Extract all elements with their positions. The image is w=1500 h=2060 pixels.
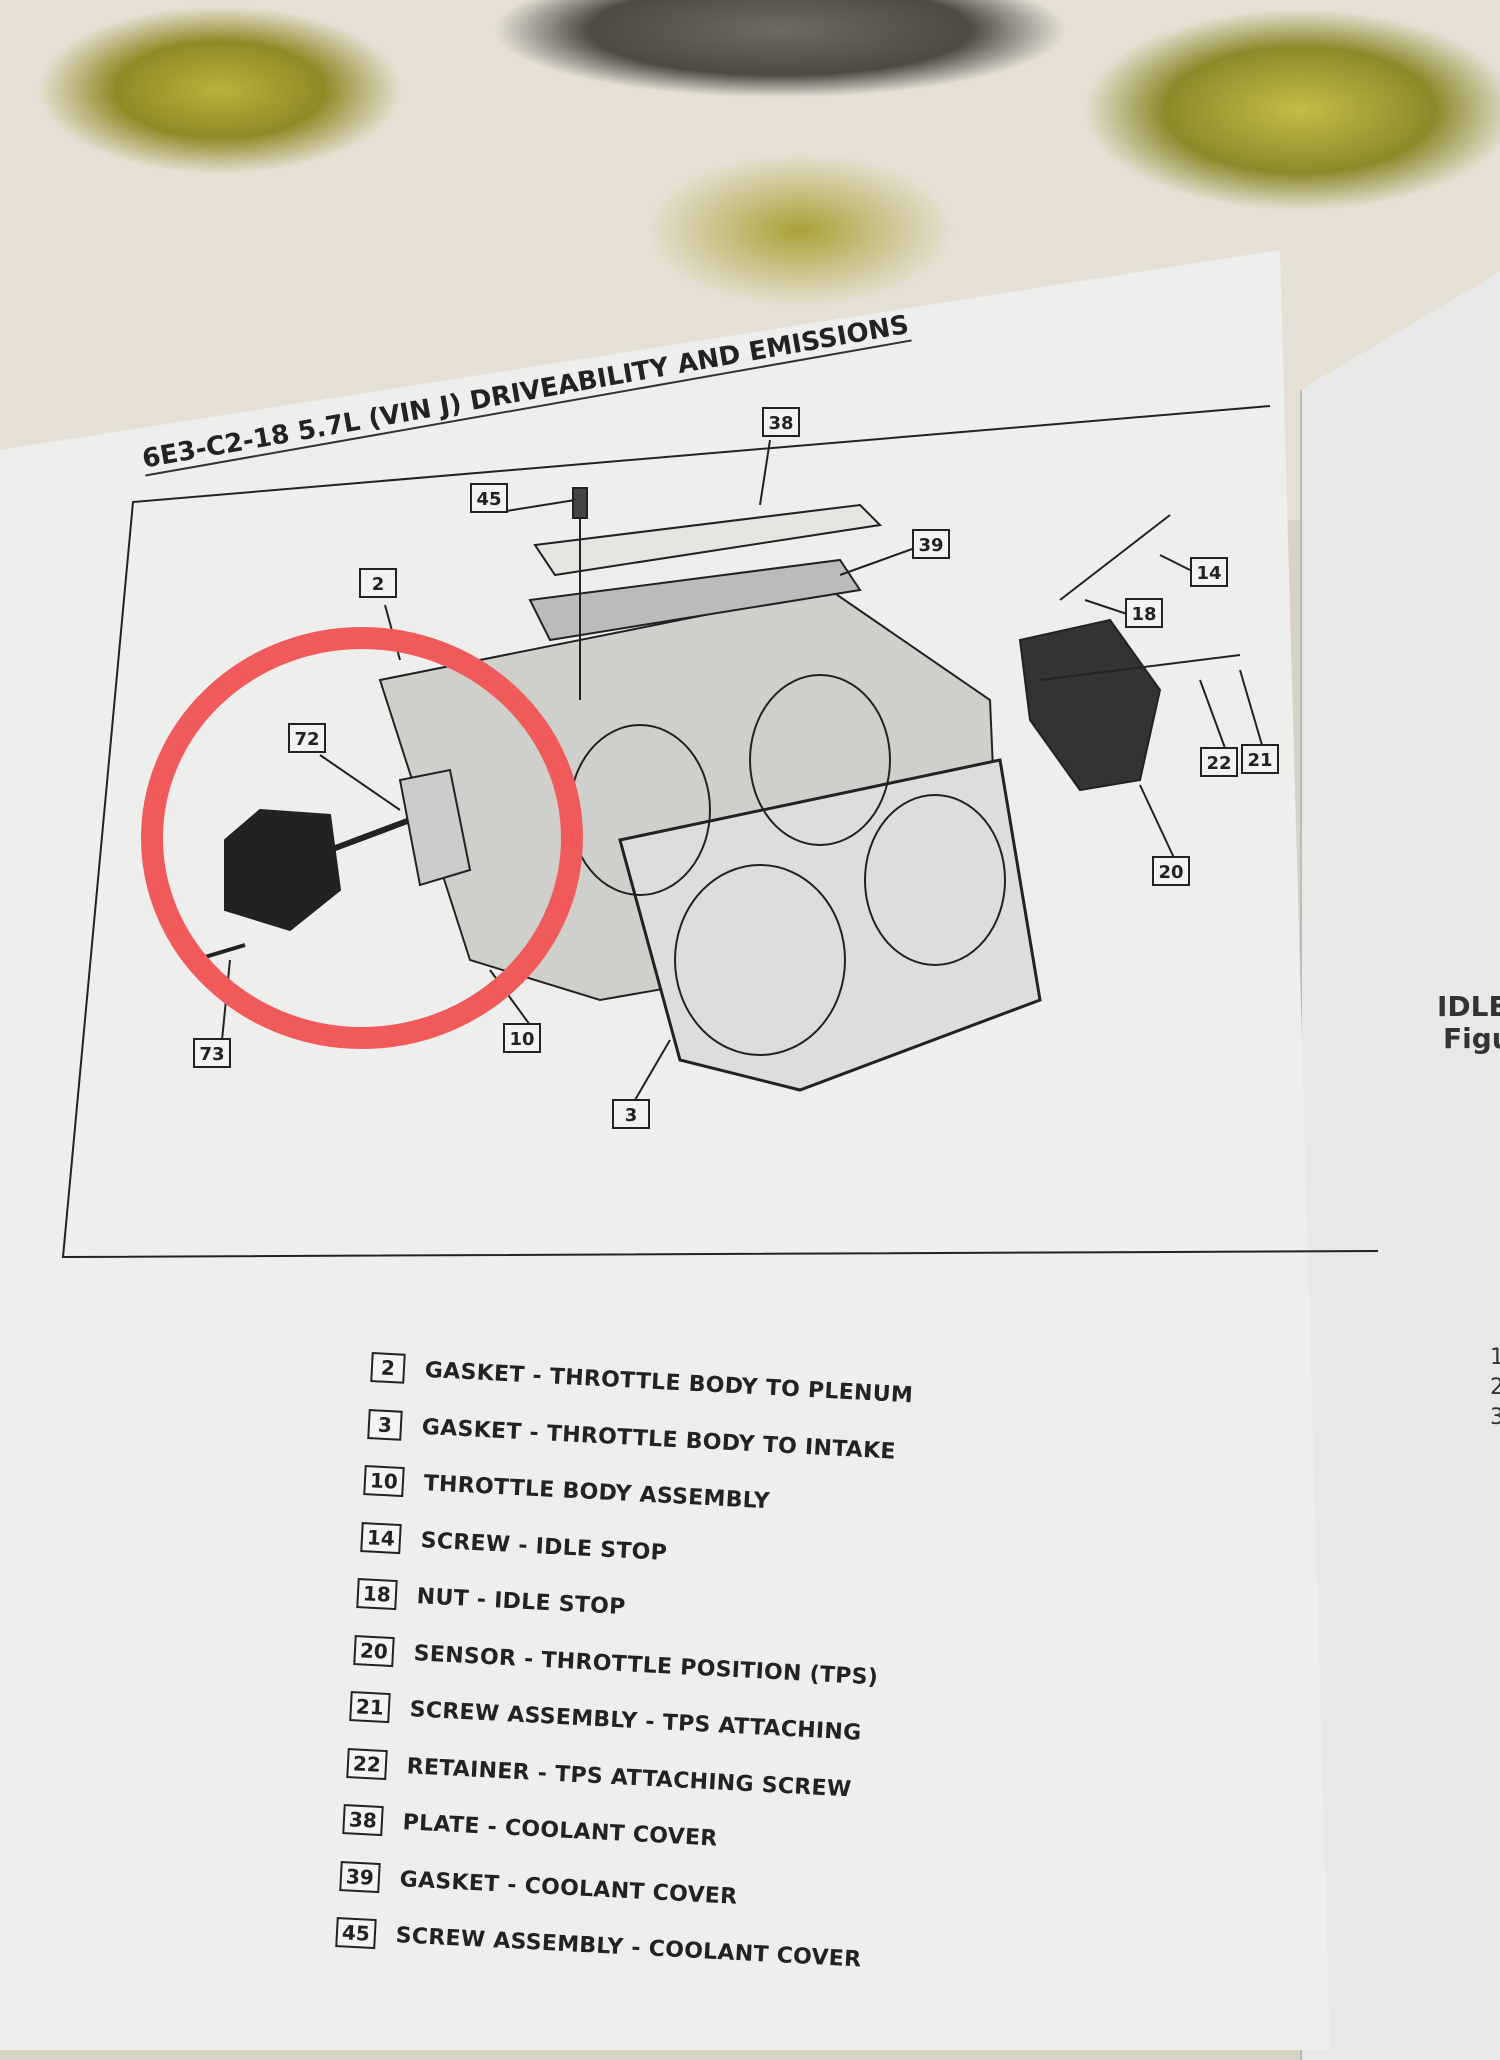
callout-20: 20 xyxy=(1152,856,1190,886)
figure-frame xyxy=(61,405,1379,1259)
svg-text:14: 14 xyxy=(1196,563,1221,584)
callout-10: 10 xyxy=(503,1023,541,1053)
red-highlight-circle xyxy=(141,627,583,1049)
callout-39: 39 xyxy=(912,529,950,559)
svg-text:2: 2 xyxy=(372,574,385,595)
svg-text:22: 22 xyxy=(1206,753,1231,774)
callout-72: 72 xyxy=(288,723,326,753)
right-page: IDLE Figu 1 2 3 xyxy=(1300,260,1500,2060)
svg-text:72: 72 xyxy=(294,729,319,750)
legend-number: 39 xyxy=(338,1860,381,1893)
tps-sensor xyxy=(1018,618,1162,792)
legend-number: 18 xyxy=(356,1578,398,1611)
step-2: 2 xyxy=(1490,1375,1500,1400)
callout-73: 73 xyxy=(193,1038,231,1068)
step-1: 1 xyxy=(1490,1345,1500,1370)
callout-18: 18 xyxy=(1125,598,1163,628)
right-page-subtitle: Figu xyxy=(1443,1022,1500,1055)
legend-number: 21 xyxy=(349,1691,391,1724)
svg-text:38: 38 xyxy=(768,413,793,434)
legend-number: 22 xyxy=(345,1747,388,1780)
legend-number: 38 xyxy=(342,1804,384,1837)
svg-text:21: 21 xyxy=(1247,750,1272,771)
svg-text:3: 3 xyxy=(625,1105,638,1126)
callout-22: 22 xyxy=(1200,747,1238,777)
callout-38: 38 xyxy=(762,407,800,437)
svg-text:10: 10 xyxy=(509,1029,534,1050)
legend-number: 3 xyxy=(366,1408,403,1441)
svg-text:73: 73 xyxy=(199,1044,224,1065)
right-page-title: IDLE xyxy=(1437,990,1500,1023)
coolant-cover-plate xyxy=(533,503,883,577)
legend-number: 10 xyxy=(363,1465,405,1498)
callout-14: 14 xyxy=(1190,557,1228,587)
gasket-intake xyxy=(618,758,1042,1092)
legend-number: 45 xyxy=(335,1917,377,1950)
legend-number: 14 xyxy=(359,1521,402,1554)
callout-21: 21 xyxy=(1241,744,1279,774)
iac-valve xyxy=(224,808,342,932)
callout-45: 45 xyxy=(470,483,508,513)
legend-number: 2 xyxy=(370,1352,406,1384)
legend-number: 20 xyxy=(352,1634,395,1667)
callout-2: 2 xyxy=(359,568,397,598)
svg-text:45: 45 xyxy=(476,489,501,510)
step-3: 3 xyxy=(1490,1405,1500,1430)
callout-3: 3 xyxy=(612,1099,650,1129)
exploded-diagram: 38 45 39 2 14 18 72 22 21 20 10 73 3 xyxy=(61,405,1379,1259)
svg-text:39: 39 xyxy=(918,535,943,556)
svg-text:20: 20 xyxy=(1158,862,1183,883)
coolant-gasket xyxy=(528,558,862,642)
svg-text:18: 18 xyxy=(1131,604,1156,625)
